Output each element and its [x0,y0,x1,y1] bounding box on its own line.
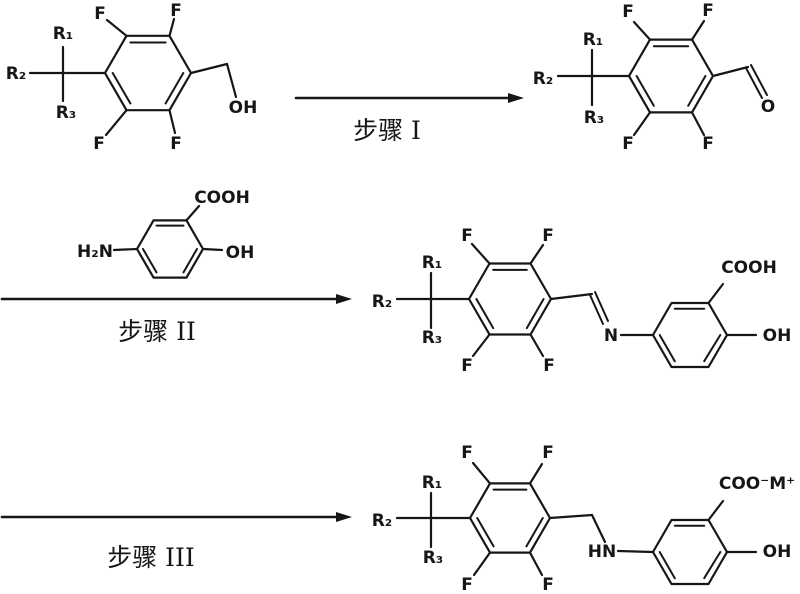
substituent-bonds [112,204,224,252]
salicylate-ring [135,219,205,279]
tetrafluorophenyl-ring [468,482,552,554]
atom-label-r3: R₃ [422,328,443,348]
atom-label-f: F [543,356,555,376]
atom-label-r2: R₂ [6,64,27,84]
atom-label-f: F [622,134,634,154]
atom-label-r1: R₁ [422,473,443,493]
atom-label-r3: R₃ [423,548,444,568]
atom-label-f: F [461,575,473,594]
molecule-schiff-base-product: F F F F R₁ R₂ R₃ N COOH OH [372,226,792,376]
atom-label-oh: OH [763,326,792,346]
step1-label: 步骤 I [353,116,421,145]
molecule-aminosalicylic-acid: H₂N COOH OH [77,188,255,279]
atom-label-r1: R₁ [583,30,604,50]
atom-label-r3: R₃ [56,103,77,123]
atom-label-r2: R₂ [372,511,393,531]
atom-label-f: F [170,1,182,21]
atom-label-h2n: H₂N [77,242,113,262]
atom-label-f: F [461,443,473,463]
atom-label-f: F [542,226,554,246]
atom-label-f: F [170,134,182,154]
atom-label-f: F [702,1,714,21]
atom-label-r3: R₃ [584,108,605,128]
atom-label-r2: R₂ [372,292,393,312]
salicylate-ring [651,499,758,586]
arrowhead-icon [508,93,524,103]
atom-label-cooh: COOH [194,188,250,208]
atom-label-f: F [702,134,714,154]
atom-label-oh: OH [763,542,792,562]
atom-label-f: F [94,4,106,24]
atom-label-f: F [622,2,634,22]
arrowhead-icon [336,294,352,304]
molecule-amine-salt-product: F F F F R₁ R₂ R₃ HN COO⁻M⁺ OH [372,443,795,594]
atom-label-cooh: COOH [721,258,777,278]
tetrafluorophenyl-ring [627,38,715,114]
atom-label-n: N [604,326,618,346]
step2-label: 步骤 II [118,317,196,346]
substituent-bonds [556,19,768,137]
atom-label-f: F [461,356,473,376]
atom-label-r1: R₁ [53,24,74,44]
substituent-bonds [395,242,655,358]
atom-label-f: F [93,134,105,154]
substituent-bonds [395,461,655,577]
atom-label-f: F [542,443,554,463]
tetrafluorophenyl-ring [103,34,193,112]
substituent-bonds [28,17,238,137]
reaction-arrow-step2: 步骤 II [0,294,352,346]
reaction-arrow-step3: 步骤 III [0,512,352,572]
atom-label-o: O [761,97,775,117]
atom-label-hn: HN [588,542,616,562]
step3-label: 步骤 III [107,543,195,572]
arrowhead-icon [336,512,352,522]
atom-label-oh: OH [226,243,255,263]
atom-label-r1: R₁ [422,253,443,273]
atom-label-oh: OH [229,98,258,118]
tetrafluorophenyl-ring [467,262,553,336]
molecule-tetrafluorobenzaldehyde: F F F F R₁ R₂ R₃ O [533,1,776,154]
atom-label-f: F [461,226,473,246]
salicylate-ring [651,282,758,369]
atom-label-coo-m: COO⁻M⁺ [719,474,795,494]
atom-label-f: F [542,575,554,594]
atom-label-r2: R₂ [533,69,554,89]
molecule-tetrafluorobenzyl-alcohol: F F F F R₁ R₂ R₃ OH [6,1,258,154]
reaction-arrow-step1: 步骤 I [294,93,524,145]
